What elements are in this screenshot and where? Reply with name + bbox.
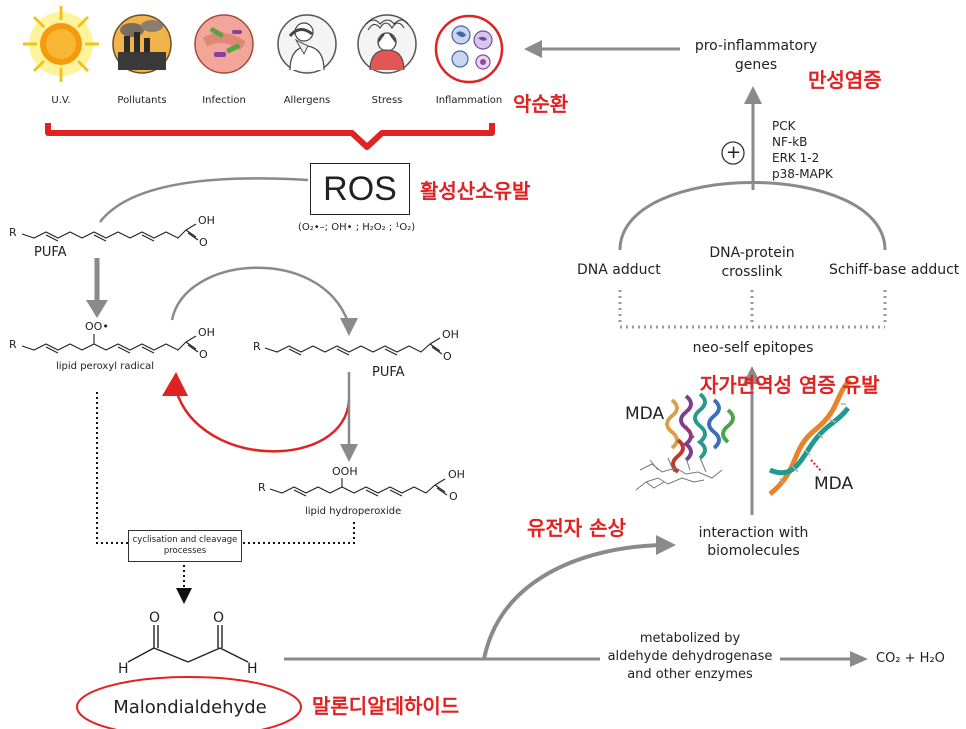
stress-icon — [357, 14, 417, 74]
mda-label-protein: MDA — [625, 404, 665, 424]
pufa1-label: PUFA — [34, 245, 67, 260]
metabolism-text: metabolized by aldehyde dehydrogenase an… — [600, 630, 780, 684]
pufa2-o: O — [443, 350, 452, 363]
pufa1-o: O — [199, 236, 208, 249]
mda-h-right: H — [247, 661, 258, 677]
peroxyl-radical-structure — [21, 334, 199, 354]
cells-icon — [434, 14, 504, 84]
label-gene-damage: 유전자 손상 — [527, 516, 626, 540]
hydro-o: O — [449, 490, 458, 503]
genes-text: pro-inflammatory genes — [686, 37, 826, 75]
mda-o-right: O — [213, 610, 225, 626]
adduct-schiff: Schiff-base adduct — [829, 262, 960, 278]
mda-o-left: O — [149, 610, 161, 626]
factory-icon — [112, 14, 172, 74]
neo-self-bracket — [618, 290, 887, 329]
biomolecules-text: interaction with biomolecules — [676, 524, 831, 560]
arc-radical-to-pufa2 — [170, 266, 350, 323]
malondialdehyde-label: Malondialdehyde — [113, 697, 267, 718]
mda-structure — [127, 625, 249, 663]
mda-dotted-protein — [685, 425, 695, 439]
metabolism-line1: metabolized by — [639, 631, 741, 646]
genes-line1: pro-inflammatory — [694, 38, 818, 54]
sneeze-icon — [277, 14, 337, 74]
bacteria-icon — [194, 14, 254, 74]
source-label-infection: Infection — [202, 95, 246, 106]
process-box: cyclisation and cleavage processes — [128, 530, 242, 562]
pufa1-oh: OH — [198, 214, 215, 227]
product-label: CO₂ + H₂O — [876, 651, 945, 666]
pathway-p38: p38-MAPK — [772, 167, 833, 181]
hydroperoxide-label: lipid hydroperoxide — [305, 506, 402, 517]
metabolism-line3: and other enzymes — [627, 667, 753, 682]
label-vicious-cycle: 악순환 — [513, 92, 569, 116]
peroxyl-radical-label: lipid peroxyl radical — [56, 361, 154, 372]
label-mda-korean: 말론디알데하이드 — [312, 694, 460, 718]
pufa2-label: PUFA — [372, 365, 405, 380]
adduct-dna: DNA adduct — [577, 262, 661, 278]
protein-structure-icon — [635, 392, 735, 491]
plus-icon — [721, 141, 745, 165]
pufa1-r: R — [9, 226, 17, 239]
ros-species: (O₂•–; OH• ; H₂O₂ ; ¹O₂) — [298, 222, 416, 233]
genes-line2: genes — [734, 57, 778, 73]
red-brace — [45, 123, 495, 150]
source-label-inflammation: Inflammation — [435, 95, 503, 106]
mda-red-ellipse — [76, 676, 302, 729]
pathway-list: PCK NF-kB ERK 1-2 p38-MAPK — [772, 118, 833, 182]
source-label-stress: Stress — [371, 95, 403, 106]
radical-oo: OO• — [85, 320, 109, 333]
plus-sign: + — [726, 142, 742, 163]
label-autoimmune: 자가면역성 염증 유발 — [700, 373, 880, 397]
dotted-radical-to-box — [96, 392, 128, 544]
source-label-uv: U.V. — [51, 95, 71, 106]
ros-title: ROS — [323, 169, 397, 208]
hydroperoxide-structure — [269, 478, 448, 497]
pufa-structure-1 — [21, 223, 199, 242]
source-label-pollutants: Pollutants — [117, 95, 167, 106]
pufa2-oh: OH — [442, 328, 459, 341]
ros-to-pufa-line — [99, 177, 309, 223]
dotted-hydro-to-box — [240, 522, 355, 544]
label-chronic-inflammation: 만성염증 — [808, 68, 882, 92]
radical-o: O — [199, 348, 208, 361]
mda-dotted-dna — [810, 459, 823, 473]
sun-icon — [23, 6, 99, 82]
label-ros-induction: 활성산소유발 — [420, 179, 531, 203]
source-label-allergens: Allergens — [283, 95, 331, 106]
hydro-oh: OH — [448, 468, 465, 481]
biomolecules-line1: interaction with — [698, 525, 809, 541]
hydro-r: R — [258, 481, 266, 494]
mda-label-dna: MDA — [814, 474, 854, 494]
adduct-dna-protein: DNA-protein crosslink — [692, 244, 812, 282]
mda-h-left: H — [118, 661, 129, 677]
radical-oh: OH — [198, 326, 215, 339]
pathway-pck: PCK — [772, 119, 796, 133]
adduct-dna-protein-1: DNA-protein — [709, 245, 795, 261]
metabolism-line2: aldehyde dehydrogenase — [607, 649, 773, 664]
pufa-structure-2 — [264, 337, 443, 356]
adduct-dna-protein-2: crosslink — [721, 264, 783, 280]
dna-helix-icon — [768, 378, 852, 496]
adducts-arch — [618, 181, 887, 251]
neo-self-label: neo-self epitopes — [692, 340, 814, 356]
radical-r: R — [9, 338, 17, 351]
ros-box: ROS — [310, 163, 410, 215]
pathway-erk: ERK 1-2 — [772, 151, 820, 165]
pufa2-r: R — [253, 340, 261, 353]
biomolecules-line2: biomolecules — [707, 543, 800, 559]
curve-to-biomolecules — [482, 543, 661, 660]
arc-red-return — [174, 389, 351, 453]
hydro-ooh: OOH — [332, 465, 358, 478]
pathway-nfkb: NF-kB — [772, 135, 808, 149]
